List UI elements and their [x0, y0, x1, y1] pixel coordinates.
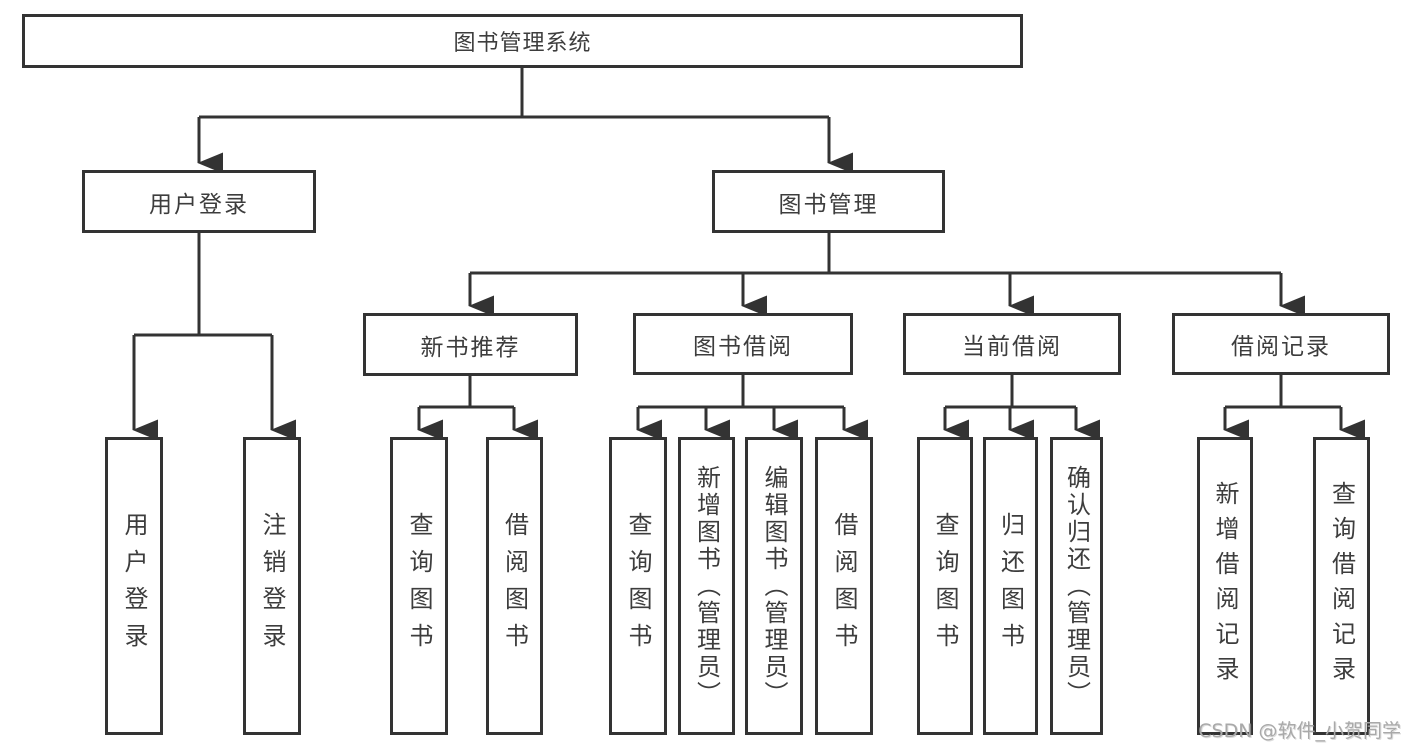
leaf-return-books: 归还图书 [983, 437, 1038, 735]
node-label: 用户登录 [120, 512, 148, 660]
node-label: 归还图书 [996, 512, 1025, 660]
node-label: 新增借阅记录 [1211, 481, 1239, 691]
leaf-borrow-books-2: 借阅图书 [815, 437, 873, 735]
leaf-borrow-books-1: 借阅图书 [486, 437, 543, 735]
node-library-management-system: 图书管理系统 [22, 14, 1023, 68]
watermark: CSDN @软件_小贺同学 [1198, 720, 1401, 742]
leaf-confirm-return-admin: 确认归还（管理员） [1050, 437, 1103, 735]
node-label: 用户登录 [149, 191, 249, 218]
node-label: 注销登录 [258, 512, 286, 660]
node-label: 借阅图书 [500, 512, 529, 660]
node-book-management: 图书管理 [712, 170, 945, 233]
leaf-add-books-admin: 新增图书（管理员） [678, 437, 735, 735]
leaf-query-books-2: 查询图书 [609, 437, 667, 735]
node-label: 编辑图书（管理员） [760, 464, 788, 708]
node-label: 图书管理 [778, 191, 879, 218]
node-user-login: 用户登录 [82, 170, 316, 233]
node-label: 新增图书（管理员） [692, 464, 721, 708]
node-label: 图书借阅 [693, 334, 793, 360]
node-book-borrowing: 图书借阅 [633, 313, 853, 375]
node-label: 新书推荐 [420, 334, 521, 361]
node-label: 查询借阅记录 [1327, 481, 1356, 691]
node-label: 查询图书 [931, 512, 959, 660]
node-borrowing-records: 借阅记录 [1172, 313, 1390, 375]
node-label: 查询图书 [405, 512, 433, 660]
node-label: 借阅图书 [830, 512, 858, 660]
node-label: 当前借阅 [962, 334, 1062, 360]
node-label: 确认归还（管理员） [1062, 464, 1091, 708]
node-label: 查询图书 [624, 512, 652, 660]
leaf-query-books-3: 查询图书 [917, 437, 973, 735]
node-label: 借阅记录 [1231, 334, 1331, 360]
leaf-user-login: 用户登录 [105, 437, 163, 735]
node-label: 图书管理系统 [453, 31, 592, 56]
leaf-add-borrow-record: 新增借阅记录 [1197, 437, 1253, 735]
node-new-book-recommendation: 新书推荐 [363, 313, 578, 376]
leaf-query-borrow-record: 查询借阅记录 [1313, 437, 1370, 735]
leaf-edit-books-admin: 编辑图书（管理员） [745, 437, 803, 735]
leaf-query-books-1: 查询图书 [390, 437, 448, 735]
node-current-borrowing: 当前借阅 [903, 313, 1121, 375]
leaf-logout: 注销登录 [243, 437, 301, 735]
